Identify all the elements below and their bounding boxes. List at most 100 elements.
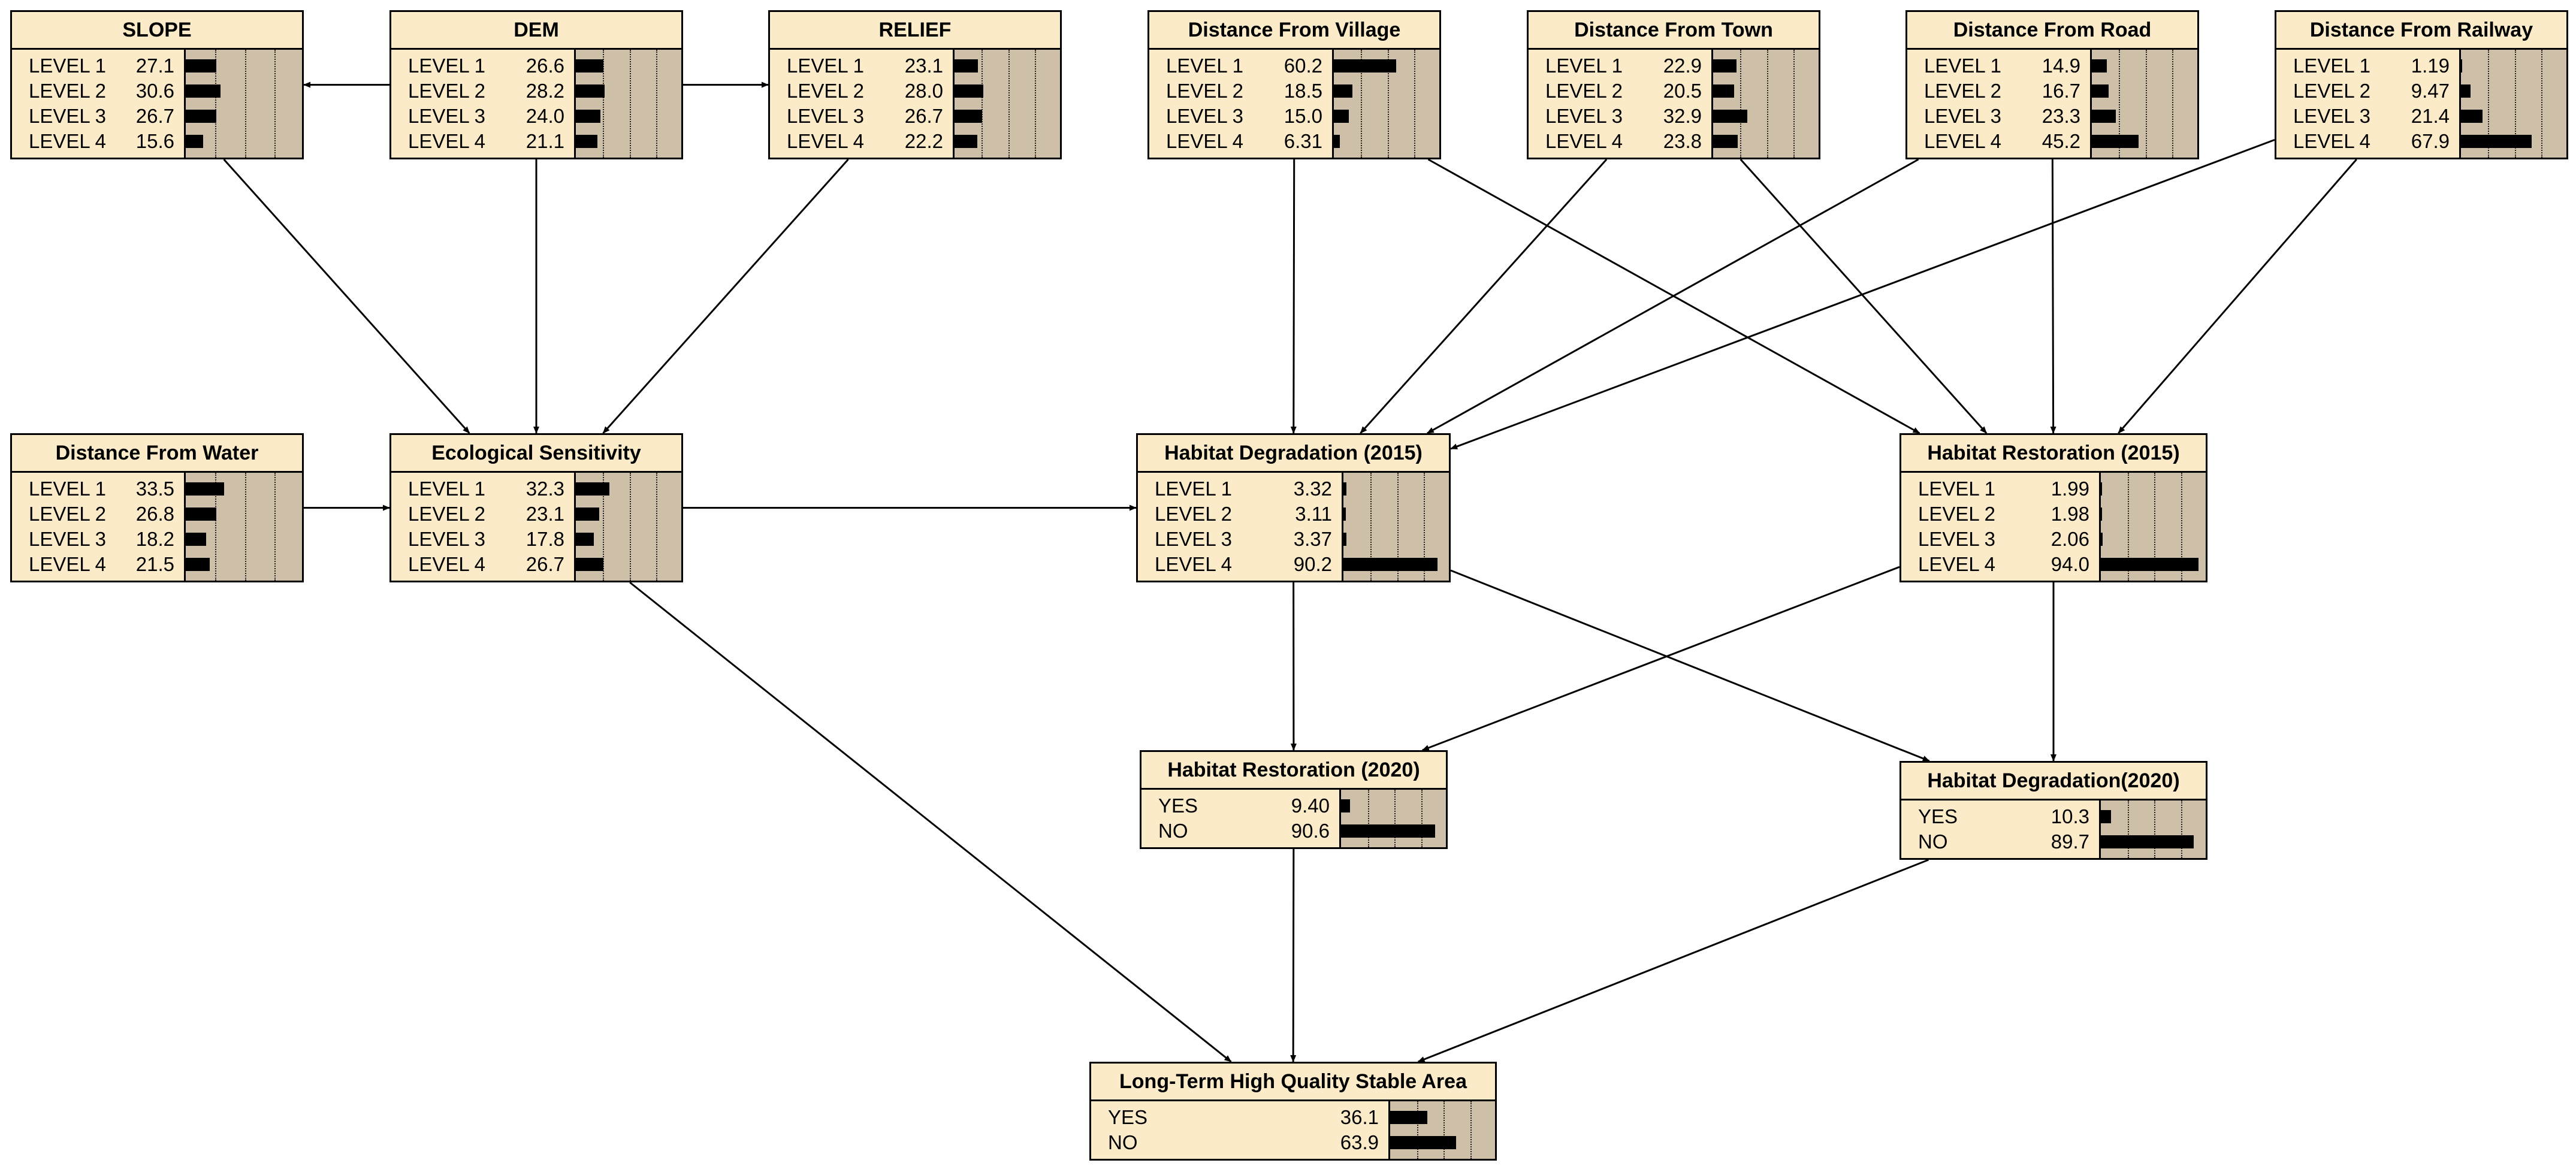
bar-gridline: [1414, 50, 1415, 158]
state-label: LEVEL 1: [1924, 55, 2002, 77]
state-probability: 26.7: [135, 105, 174, 127]
state-probability: 18.2: [135, 528, 174, 550]
edge-arrow: [1450, 138, 2275, 450]
state-label: LEVEL 2: [29, 503, 107, 525]
bar-gridline: [2154, 801, 2155, 858]
bar-gridline: [1424, 473, 1425, 581]
state-row[interactable]: LEVEL 3 26.7: [770, 104, 1060, 129]
state-label: LEVEL 3: [1155, 528, 1233, 550]
bar-gridline: [1368, 790, 1369, 847]
probability-bar: [185, 135, 204, 148]
bar-gridline: [2488, 50, 2489, 158]
state-probability: 28.2: [526, 80, 564, 102]
probability-bar: [2460, 110, 2483, 123]
bar-gridline: [2181, 473, 2182, 581]
state-probability: 22.9: [1663, 55, 1702, 77]
state-label: LEVEL 1: [29, 55, 107, 77]
state-probability: 26.7: [904, 105, 943, 127]
state-probability: 20.5: [1663, 80, 1702, 102]
state-probability: 9.40: [1291, 795, 1330, 817]
state-row[interactable]: LEVEL 1 27.1: [12, 53, 302, 78]
state-probability: 3.32: [1293, 478, 1332, 500]
state-probability: 89.7: [2050, 830, 2089, 853]
state-label: LEVEL 3: [787, 105, 865, 127]
bar-gridline: [1470, 1101, 1472, 1159]
state-probability: 23.8: [1663, 130, 1702, 152]
state-probability: 23.1: [904, 55, 943, 77]
probability-bar: [1333, 59, 1397, 73]
state-probability: 45.2: [2042, 130, 2080, 152]
state-probability: 32.9: [1663, 105, 1702, 127]
edge-arrow: [2050, 159, 2056, 434]
state-probability: 27.1: [135, 55, 174, 77]
state-probability: 1.19: [2411, 55, 2450, 77]
